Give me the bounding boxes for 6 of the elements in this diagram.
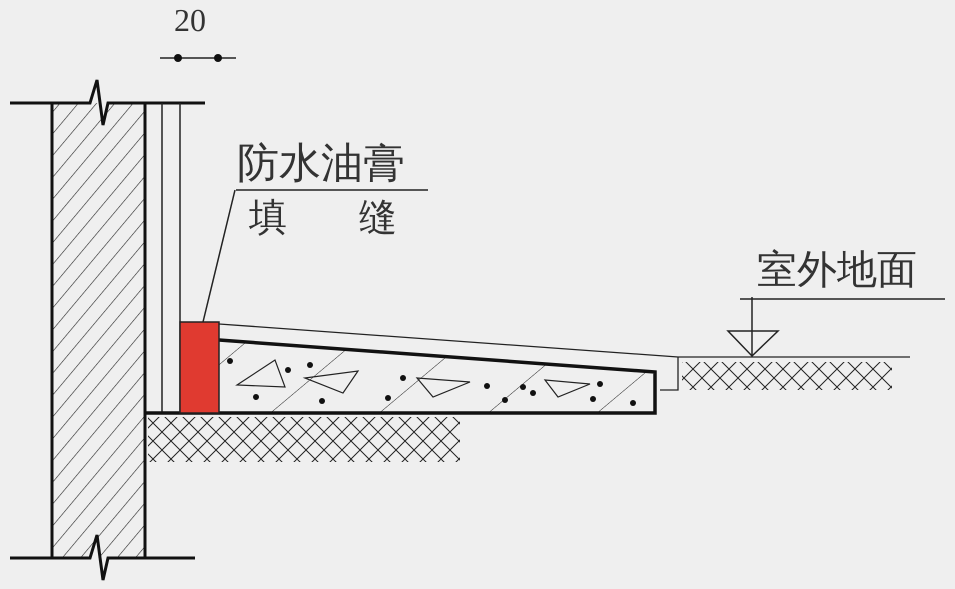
callout-subtext: 填缝 bbox=[249, 198, 470, 236]
elevation-label: 室外地面 bbox=[757, 250, 917, 290]
leader-line bbox=[202, 190, 236, 322]
callout-heading: 防水油膏 bbox=[237, 142, 405, 184]
sealant-fill bbox=[179, 321, 220, 414]
dimension-value: 20 bbox=[174, 4, 206, 36]
